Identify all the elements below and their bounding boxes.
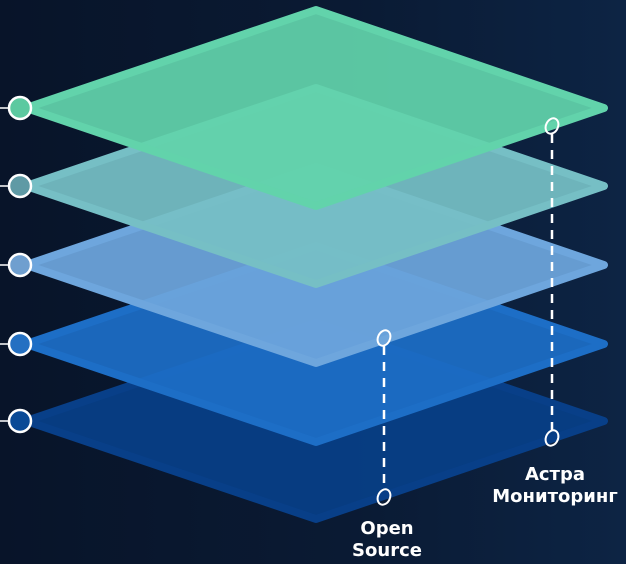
opensource-callout-anchor-top — [376, 329, 392, 347]
astra-label-line1: Астра — [524, 464, 586, 485]
layers-group — [22, 6, 608, 523]
astra-monitoring-label: Астра Мониторинг — [470, 464, 626, 508]
layer-marker-2 — [7, 331, 33, 357]
layer-marker-1 — [7, 408, 33, 434]
callout-connectors — [376, 117, 560, 506]
layer-marker-5 — [7, 95, 33, 121]
opensource-callout-anchor-bottom — [376, 488, 392, 506]
layer-marker-3 — [7, 252, 33, 278]
astra-label-line2: Мониторинг — [492, 486, 618, 507]
left-markers — [0, 95, 33, 434]
layer-marker-4 — [7, 173, 33, 199]
opensource-label-line2: Source — [352, 540, 422, 561]
astra-callout-anchor-bottom — [544, 429, 560, 447]
diagram-layer-5 — [22, 6, 608, 210]
astra-callout-anchor-top — [544, 117, 560, 135]
opensource-label-line1: Open — [360, 518, 414, 539]
open-source-label: Open Source — [332, 518, 442, 562]
